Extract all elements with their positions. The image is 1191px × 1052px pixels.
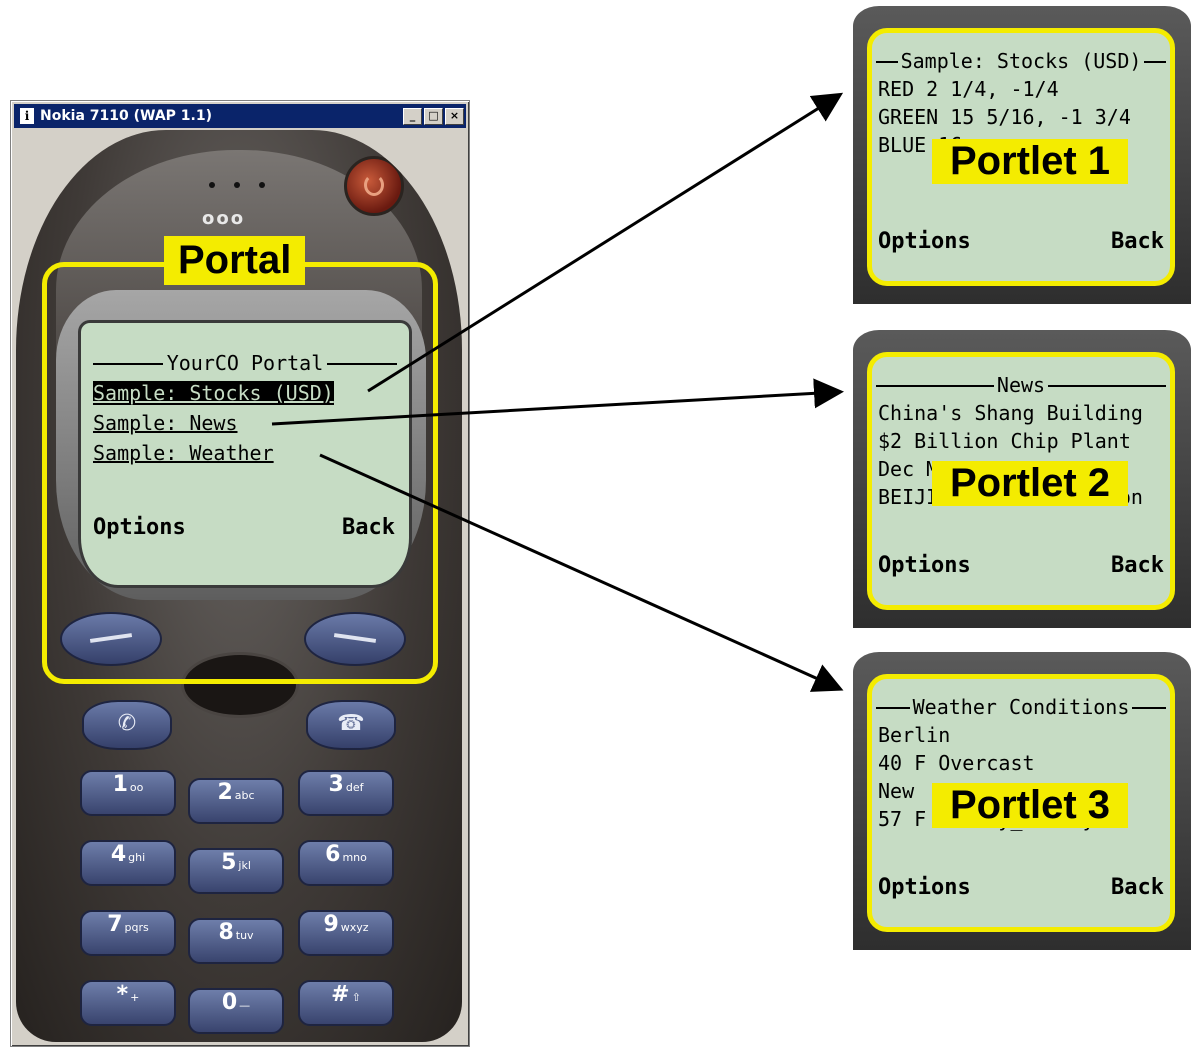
portlet-2-panel: News China's Shang Building $2 Billion C…	[853, 330, 1191, 628]
portlet-1-label: Portlet 1	[932, 139, 1129, 184]
portlet-3-back-label: Back	[1111, 875, 1164, 900]
minimize-button[interactable]: _	[403, 107, 422, 125]
portlet-2-options-label: Options	[878, 553, 971, 578]
key-hash[interactable]: #⇧	[298, 980, 394, 1026]
portlet-2-back-label: Back	[1111, 553, 1164, 578]
app-icon: i	[20, 108, 34, 124]
navi-roller[interactable]	[181, 652, 299, 718]
window-title: Nokia 7110 (WAP 1.1)	[40, 108, 212, 124]
portal-link-weather[interactable]: Sample: Weather	[93, 441, 274, 465]
options-softkey-label: Options	[93, 515, 186, 540]
arrow-to-portlet-2	[271, 378, 844, 426]
portlet-2-line: China's Shang Building	[878, 401, 1143, 425]
portlet-2-title: News	[876, 373, 1166, 397]
portlet-2-line: Dec M	[878, 457, 939, 481]
power-button[interactable]	[344, 156, 404, 216]
portal-link-stocks[interactable]: Sample: Stocks (USD)	[93, 381, 334, 405]
portlet-3-line: New	[878, 779, 915, 803]
left-soft-key[interactable]	[60, 612, 162, 666]
portlet-2-line: $2 Billion Chip Plant	[878, 429, 1131, 453]
key-star[interactable]: *+	[80, 980, 176, 1026]
brand-logo: ooo	[202, 208, 246, 229]
portlet-1-screen: Sample: Stocks (USD) RED 2 1/4, -1/4 GRE…	[867, 28, 1175, 286]
portlet-3-line: Berlin	[878, 723, 951, 747]
back-softkey-label: Back	[342, 515, 395, 540]
portlet-2-screen: News China's Shang Building $2 Billion C…	[867, 352, 1175, 610]
portlet-3-screen: Weather Conditions Berlin 40 F Overcast …	[867, 674, 1175, 932]
portlet-3-label: Portlet 3	[932, 783, 1129, 828]
portlet-3-title: Weather Conditions	[876, 695, 1166, 719]
portlet-1-back-label: Back	[1111, 229, 1164, 254]
portlet-1-line: RED 2 1/4, -1/4	[878, 77, 1059, 101]
portlet-1-panel: Sample: Stocks (USD) RED 2 1/4, -1/4 GRE…	[853, 6, 1191, 304]
right-soft-key[interactable]	[304, 612, 406, 666]
portlet-1-title: Sample: Stocks (USD)	[876, 49, 1166, 73]
call-button[interactable]: ✆	[82, 700, 172, 750]
portlet-3-options-label: Options	[878, 875, 971, 900]
portlet-3-panel: Weather Conditions Berlin 40 F Overcast …	[853, 652, 1191, 950]
window-titlebar[interactable]: i Nokia 7110 (WAP 1.1) _ □ ×	[14, 104, 466, 128]
end-call-button[interactable]: ☎	[306, 700, 396, 750]
speaker-dot	[209, 182, 215, 188]
key-0[interactable]: 0—	[188, 988, 284, 1034]
arrow-to-portlet-3	[319, 453, 844, 692]
speaker-dot	[259, 182, 265, 188]
close-button[interactable]: ×	[445, 107, 464, 125]
portal-screen-title: YourCO Portal	[93, 351, 397, 375]
maximize-button[interactable]: □	[424, 107, 443, 125]
portlet-2-label: Portlet 2	[932, 461, 1129, 506]
arrow-to-portlet-1	[367, 92, 844, 393]
portlet-1-options-label: Options	[878, 229, 971, 254]
portal-screen: YourCO Portal Sample: Stocks (USD) Sampl…	[78, 320, 412, 588]
speaker-dot	[234, 182, 240, 188]
portlet-1-line: GREEN 15 5/16, -1 3/4	[878, 105, 1131, 129]
portal-link-news[interactable]: Sample: News	[93, 411, 238, 435]
portal-label: Portal	[164, 236, 306, 285]
portlet-3-line: 40 F Overcast	[878, 751, 1035, 775]
